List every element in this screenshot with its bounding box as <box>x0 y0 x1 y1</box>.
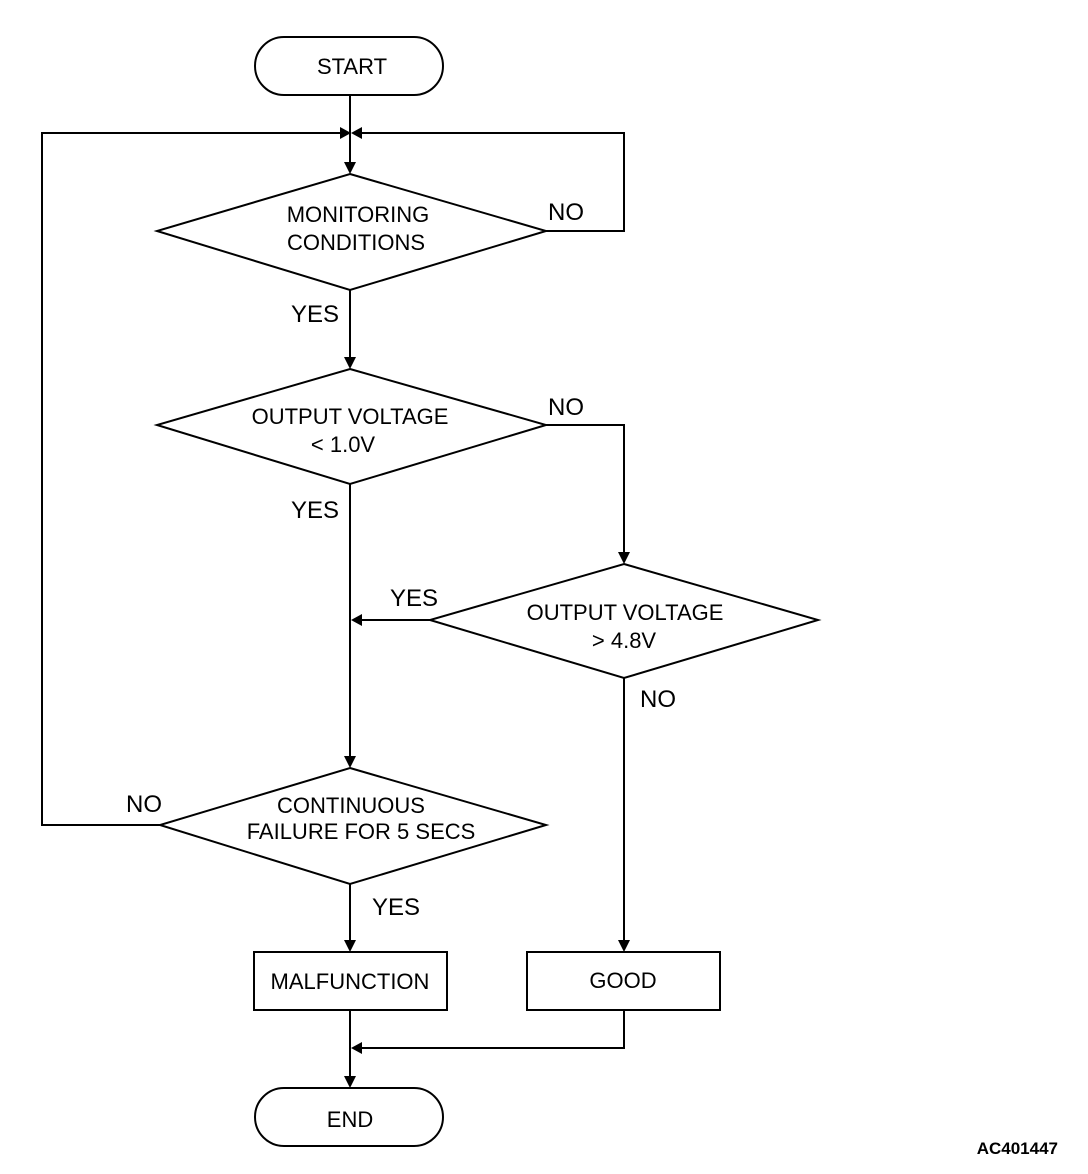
monitoring-yes-label: YES <box>291 301 339 328</box>
connector-monitoring-no-loop <box>362 132 625 232</box>
connector-low-voltage-no <box>546 424 625 554</box>
low-voltage-yes-label: YES <box>291 497 339 524</box>
monitoring-label-line2: CONDITIONS <box>287 230 425 255</box>
arrow-left-merge <box>351 127 362 139</box>
good-box: GOOD <box>526 951 721 1011</box>
arrow-left-high-voltage-yes <box>351 614 362 626</box>
high-voltage-no-label: NO <box>640 686 676 713</box>
monitoring-label-line1: MONITORING <box>287 202 430 227</box>
low-voltage-label-line1: OUTPUT VOLTAGE <box>252 404 449 429</box>
end-label: END <box>327 1107 373 1132</box>
malfunction-label: MALFUNCTION <box>271 969 430 994</box>
arrow-down-high-voltage <box>618 552 630 564</box>
monitoring-conditions-decision: MONITORING CONDITIONS <box>153 172 550 292</box>
output-voltage-low-decision: OUTPUT VOLTAGE < 1.0V <box>153 367 550 486</box>
start-node: START <box>254 36 444 96</box>
continuous-label-line1: CONTINUOUS <box>277 793 425 818</box>
good-label: GOOD <box>589 968 656 993</box>
connectors <box>41 95 625 1078</box>
arrow-right-merge <box>340 127 351 139</box>
malfunction-box: MALFUNCTION <box>253 951 448 1011</box>
arrow-down-malfunction <box>344 940 356 952</box>
end-node: END <box>254 1087 444 1147</box>
high-voltage-label-line2: > 4.8V <box>592 628 657 653</box>
arrow-down-low-voltage <box>344 357 356 369</box>
arrow-down-monitoring <box>344 162 356 174</box>
high-voltage-yes-label: YES <box>390 585 438 612</box>
arrow-down-end <box>344 1076 356 1088</box>
continuous-yes-label: YES <box>372 894 420 921</box>
low-voltage-no-label: NO <box>548 394 584 421</box>
high-voltage-label-line1: OUTPUT VOLTAGE <box>527 600 724 625</box>
arrow-down-good <box>618 940 630 952</box>
arrowheads <box>340 127 630 1088</box>
arrow-down-continuous <box>344 756 356 768</box>
output-voltage-high-decision: OUTPUT VOLTAGE > 4.8V <box>426 562 822 680</box>
start-label: START <box>317 54 387 79</box>
continuous-label-line2: FAILURE FOR 5 SECS <box>247 819 476 844</box>
connector-good-to-end <box>362 1010 625 1049</box>
continuous-failure-decision: CONTINUOUS FAILURE FOR 5 SECS <box>156 766 550 886</box>
reference-code: AC401447 <box>977 1139 1058 1158</box>
low-voltage-label-line2: < 1.0V <box>311 432 376 457</box>
arrow-left-good-merge <box>351 1042 362 1054</box>
branch-labels: NO YES NO YES YES NO NO YES <box>126 199 676 921</box>
continuous-no-label: NO <box>126 791 162 818</box>
connector-continuous-no-loop <box>41 132 340 826</box>
monitoring-no-label: NO <box>548 199 584 226</box>
